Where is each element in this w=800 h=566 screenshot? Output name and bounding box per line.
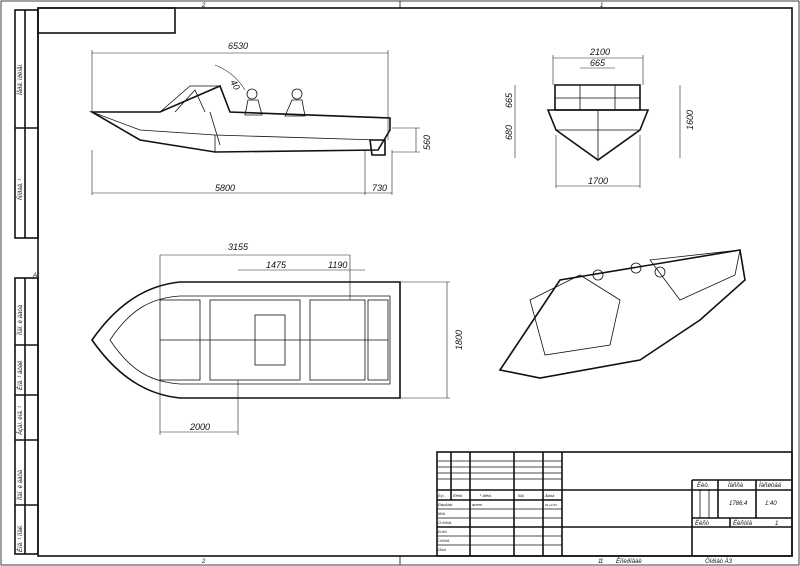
seats — [254, 314, 286, 366]
person-icon — [630, 262, 642, 274]
tb-scale: 1:40 — [765, 501, 777, 507]
tb-sheets-label: Ëèñòîâ — [733, 520, 753, 527]
top-left-box — [37, 7, 176, 34]
tb-header: Ëèñò — [453, 493, 463, 498]
dim-665-side: 665 — [504, 92, 514, 108]
dim-1800: 1800 — [454, 330, 464, 350]
tb-sheets: 1 — [775, 521, 778, 527]
strip-label: Èíâ. ¹ äóáë. — [17, 359, 24, 390]
dim-560: 560 — [422, 135, 432, 150]
footer-num: 1 — [598, 559, 601, 565]
tb-header: ¹ äîêóì. — [480, 493, 492, 498]
dim-1700: 1700 — [588, 176, 608, 186]
hull-side — [89, 84, 391, 153]
tb-header: Èçì. — [438, 493, 445, 498]
person-icon — [246, 88, 258, 100]
person-icon — [291, 88, 303, 100]
footer-format: Ôîðìàò À3 — [705, 558, 733, 565]
tb-row-label: Ò.êîíòð. — [438, 520, 452, 525]
side-view: 6530 40 5800 730 560 — [89, 41, 432, 195]
strip-label: Èíâ. ¹ ïîäë. — [17, 524, 24, 552]
strip-label: Ïåðâ. ïðèìåí. — [17, 63, 24, 95]
dim-665-top: 665 — [590, 58, 606, 68]
tb-row-label: Ðàçðàá. — [438, 502, 453, 507]
front-view: 2100 665 665 680 1600 1700 — [504, 47, 695, 188]
strip-label: Âçàì. èíâ. ¹ — [17, 406, 24, 436]
dim-1475: 1475 — [266, 260, 287, 270]
outboard-motor — [369, 139, 386, 156]
dim-1600: 1600 — [685, 110, 695, 130]
isometric-view — [498, 249, 746, 379]
dim-1190: 1190 — [328, 260, 347, 270]
tb-header: Ïîäï. — [518, 493, 525, 498]
tb-row-label: Í.êîíòð. — [438, 538, 450, 543]
dim-angle: 40 — [228, 78, 242, 92]
dim-3155: 3155 — [228, 242, 249, 252]
person-icon — [654, 266, 666, 278]
top-view: 3155 1475 1190 1800 2000 — [91, 242, 464, 435]
windshield-side — [159, 85, 220, 113]
windshield-front — [554, 84, 641, 111]
tb-mass: 1786,4 — [729, 501, 748, 507]
tb-developer: artem — [472, 502, 483, 507]
strip-label: Ïîäï. è äàòà — [17, 469, 24, 500]
person-icon — [592, 269, 604, 281]
tb-sheet-label: Ëèñò — [695, 520, 710, 527]
left-strip: Ïåðâ. ïðèìåí. Ñïðàâ. ¹ Ïîäï. è äàòà Èíâ.… — [14, 9, 39, 555]
hull-top — [91, 281, 401, 399]
strip-label: Ïîäï. è äàòà — [17, 304, 24, 335]
dim-6530: 6530 — [228, 41, 248, 51]
strip-label: Ñïðàâ. ¹ — [17, 179, 24, 200]
zone-row-label: A — [32, 273, 37, 279]
hull-front — [546, 109, 650, 161]
zone-label-bottom: 1 — [600, 559, 603, 565]
tb-header: Äàòà — [544, 493, 555, 498]
tb-col-header: Ëèò. — [697, 482, 709, 489]
dim-680: 680 — [504, 125, 514, 140]
zone-label-top: 2 — [201, 3, 206, 9]
dim-5800: 5800 — [215, 183, 235, 193]
tb-row-label: Ð-ëü — [438, 529, 447, 534]
footer-copied: Êîïèðîâàë — [616, 557, 642, 565]
dim-2100: 2100 — [589, 47, 610, 57]
tb-col-header: Ìàññà — [728, 482, 744, 489]
dim-730: 730 — [372, 183, 387, 193]
dim-2000: 2000 — [189, 422, 210, 432]
tb-row-label: Óòâ. — [438, 547, 447, 552]
tb-col-header: Ìàñøòàá — [759, 482, 782, 489]
title-block: Èçì. Ëèñò ¹ äîêóì. Ïîäï. Äàòà Ðàçðàá. Ïð… — [436, 451, 793, 557]
zone-label-bottom: 2 — [201, 559, 206, 565]
tb-row-label: Ïðîâ. — [438, 511, 446, 516]
zone-label-top: 1 — [600, 3, 603, 9]
tb-date: 01.12.03 — [545, 503, 557, 507]
